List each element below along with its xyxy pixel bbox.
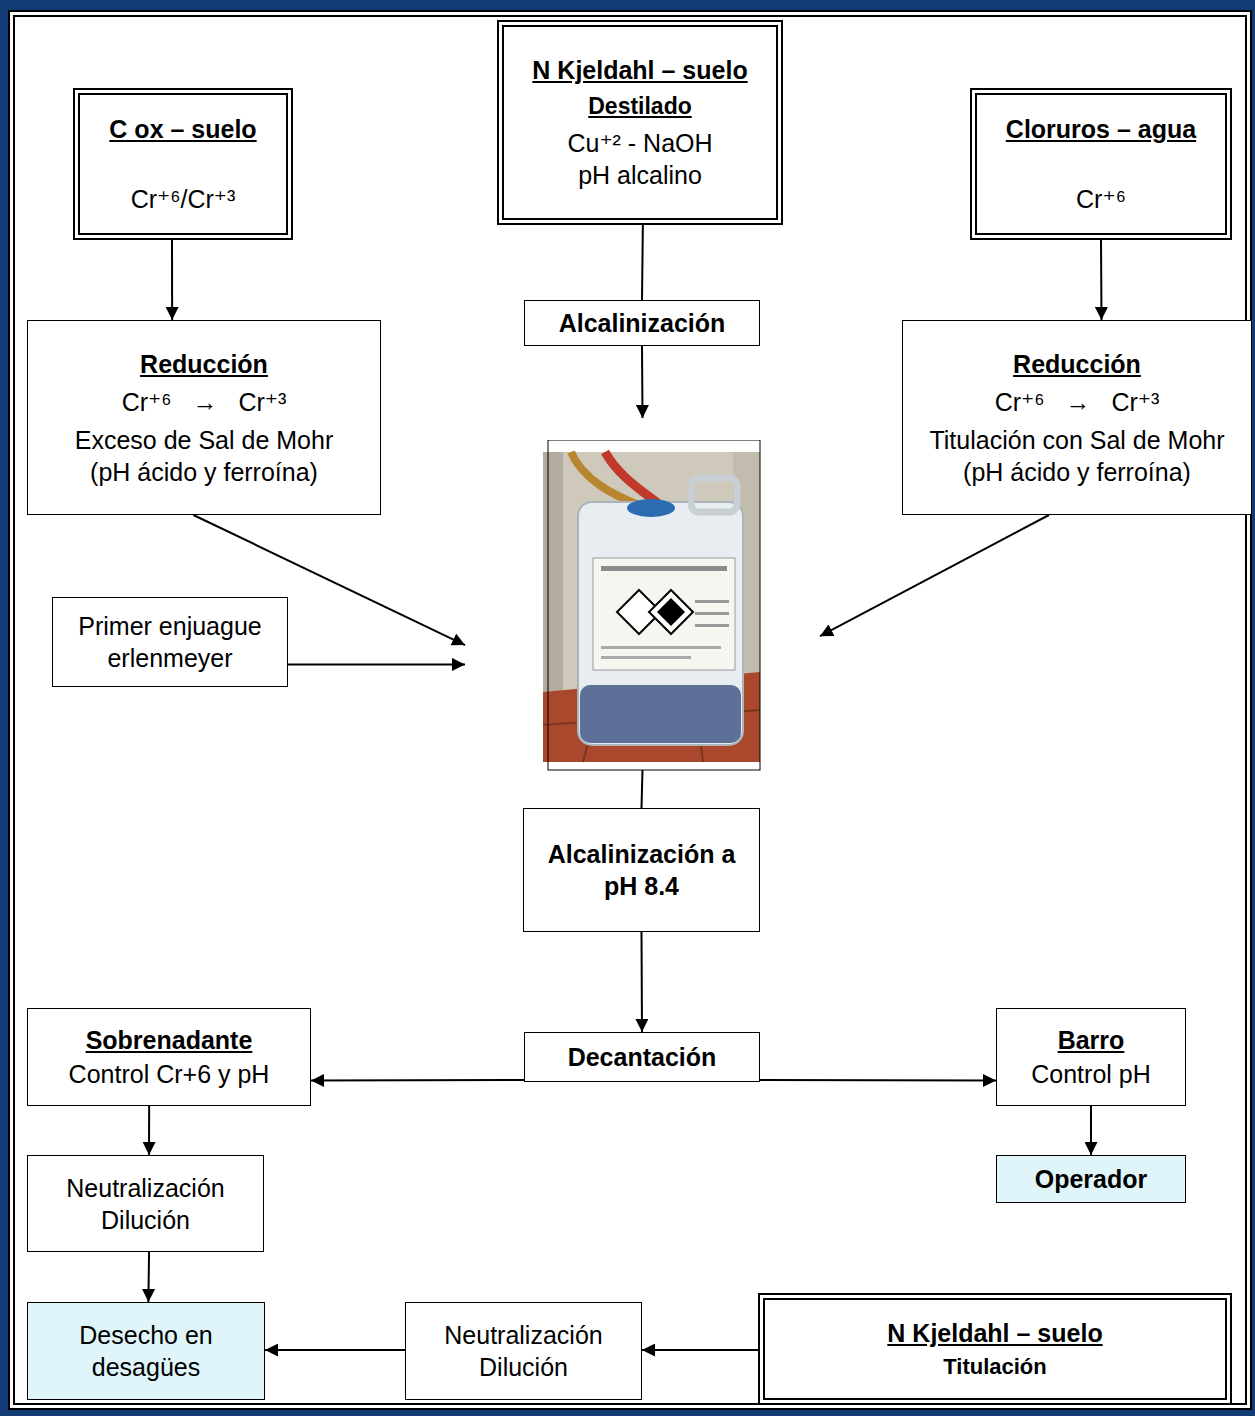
- box-text: Desecho en desagües: [44, 1319, 249, 1383]
- box-text: Neutralización Dilución: [32, 1172, 259, 1236]
- process-box: ReducciónCr⁺⁶ → Cr⁺³ Titulación con Sal d…: [902, 320, 1252, 515]
- box-heading: Reducción: [1013, 348, 1141, 380]
- flow-arrow: [1090, 1106, 1092, 1155]
- box-text: Titulación: [943, 1353, 1047, 1381]
- box-text: Cr⁺⁶: [1076, 183, 1126, 215]
- process-box: Decantación: [524, 1032, 760, 1082]
- flow-arrow: [760, 1079, 996, 1082]
- box-text: Destilado: [588, 92, 692, 121]
- box-text: Alcalinización a pH 8.4: [539, 838, 744, 902]
- box-text: Titulación con Sal de Mohr (pH ácido y f…: [917, 424, 1237, 488]
- waste-container-photo: [543, 440, 761, 771]
- box-heading: Reducción: [140, 348, 268, 380]
- flow-arrow: [642, 770, 643, 808]
- box-heading: Sobrenadante: [86, 1024, 253, 1056]
- flow-arrow: [148, 1106, 150, 1155]
- flow-arrow: [642, 1349, 758, 1351]
- flow-arrow: [288, 663, 465, 665]
- output-box: BarroControl pH: [996, 1008, 1186, 1106]
- input-box: Primer enjuague erlenmeyer: [52, 597, 288, 687]
- box-text: Exceso de Sal de Mohr (pH ácido y ferroí…: [59, 424, 349, 488]
- process-box: ReducciónCr⁺⁶ → Cr⁺³ Exceso de Sal de Moh…: [27, 320, 381, 515]
- box-text: Cr⁺⁶/Cr⁺³: [131, 183, 236, 215]
- source-box: C ox – sueloCr⁺⁶/Cr⁺³: [73, 88, 293, 240]
- box-text: Control Cr+6 y pH: [69, 1058, 270, 1090]
- process-box: Neutralización Dilución: [27, 1155, 264, 1252]
- flow-arrow: [265, 1349, 405, 1351]
- box-heading: Barro: [1058, 1024, 1125, 1056]
- box-heading: Cloruros – agua: [1006, 113, 1196, 145]
- flow-arrow: [641, 225, 644, 300]
- destination-box: Desecho en desagües: [27, 1302, 265, 1400]
- flow-arrow: [171, 240, 173, 320]
- source-box: N Kjeldahl – sueloTitulación: [758, 1293, 1232, 1405]
- source-box: Cloruros – aguaCr⁺⁶: [970, 88, 1232, 240]
- box-text: Decantación: [568, 1041, 717, 1073]
- box-text: Neutralización Dilución: [410, 1319, 637, 1383]
- box-heading: C ox – suelo: [109, 113, 256, 145]
- flow-arrow: [820, 515, 1049, 636]
- box-text: Control pH: [1031, 1058, 1151, 1090]
- box-text: Alcalinización: [559, 307, 726, 339]
- process-box: Alcalinización: [524, 300, 760, 346]
- flow-arrow: [1100, 240, 1103, 320]
- box-text: Cr⁺⁶ → Cr⁺³: [995, 386, 1160, 418]
- destination-box: Operador: [996, 1155, 1186, 1203]
- flow-arrow: [311, 1079, 524, 1082]
- box-text: Cu⁺² - NaOH pH alcalino: [558, 127, 723, 191]
- box-heading: N Kjeldahl – suelo: [887, 1317, 1102, 1349]
- box-text: Operador: [1035, 1163, 1148, 1195]
- output-box: SobrenadanteControl Cr+6 y pH: [27, 1008, 311, 1106]
- flow-arrow: [147, 1252, 150, 1302]
- process-box: Alcalinización a pH 8.4: [523, 808, 760, 932]
- waste-container: [465, 418, 820, 770]
- flow-arrow: [641, 346, 644, 418]
- box-text: Primer enjuague erlenmeyer: [57, 610, 283, 674]
- process-box: Neutralización Dilución: [405, 1302, 642, 1400]
- flow-arrow: [641, 932, 644, 1032]
- box-text: Cr⁺⁶ → Cr⁺³: [122, 386, 287, 418]
- box-heading: N Kjeldahl – suelo: [532, 54, 747, 86]
- source-box: N Kjeldahl – sueloDestiladoCu⁺² - NaOH p…: [497, 20, 783, 225]
